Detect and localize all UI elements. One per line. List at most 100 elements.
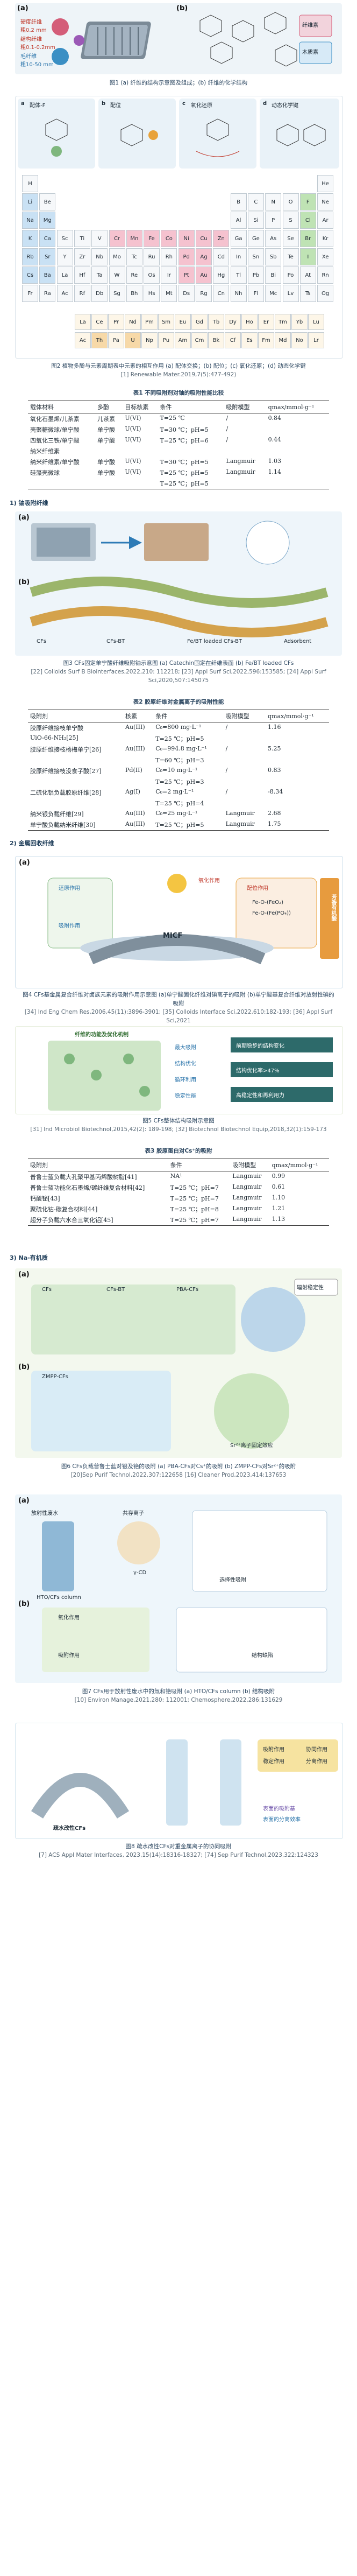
element-cell: Lr (308, 332, 324, 348)
element-cell: Nh (230, 285, 247, 302)
fig7-caption: 图7 CFs用于放射性废水中的氚和铯吸附 (a) HTO/CFs column … (74, 1688, 283, 1703)
element-cell: Fr (22, 285, 38, 302)
table-cell: T=25 ℃；pH=8 (170, 1206, 219, 1213)
table-cell: 纳米银负载纤维[29] (30, 811, 84, 818)
table-cell: 0.61 (272, 1183, 285, 1190)
fig4-center: MICF (163, 932, 183, 940)
fig2-caption: 图2 植物多酚与元素周期表中元素的相互作用 (a) 配体交换；(b) 配位；(c… (51, 363, 306, 378)
element-cell: Lu (308, 314, 324, 330)
fig5-item-2: 循环利用 (175, 1077, 196, 1083)
table-cell (123, 798, 153, 809)
table-cell: Langmuir (223, 819, 266, 831)
table-header: 条件 (168, 1159, 231, 1171)
element-cell: Pr (108, 314, 124, 330)
table-row: 纳米纤维素 (28, 446, 329, 457)
element-cell: Kr (317, 230, 334, 247)
fig8-label-0: 吸附作用 (263, 1747, 284, 1753)
panel-a: a 配体-F (18, 99, 95, 169)
table-row: 胶原纤维接枝杨梅单宁[26]Au(III)C₀=994.8 mg·L⁻¹/5.2… (28, 744, 329, 755)
table-cell: Langmuir (232, 1194, 262, 1201)
table-cell (224, 733, 266, 744)
element-cell: At (299, 266, 316, 284)
figure-3: (a) (b) CFs CFs-BT Fe/BT loaded CFs-BT A… (15, 511, 342, 656)
cellulose-structure (199, 12, 332, 67)
panel-tag-b: (b) (176, 4, 188, 12)
fig3-label-adsorbent: Adsorbent (284, 638, 312, 644)
fig4-caption: 图4 CFs基金属复合纤维对卤族元素的吸附作用示意图 (a)单宁酸固化纤维对碘离… (23, 992, 334, 1024)
table-header: 吸附模型 (224, 401, 266, 413)
element-cell: Sg (109, 285, 125, 302)
table-cell: 单宁酸 (97, 469, 115, 476)
table-cell: 普鲁士蓝负载大孔聚甲基丙烯酸树脂[41] (30, 1174, 137, 1181)
table-cell (266, 446, 329, 457)
element-cell: Cu (196, 230, 212, 247)
table-header: 吸附模型 (230, 1159, 270, 1171)
table-cell: Au(III) (123, 819, 154, 831)
table-cell: T=25 ℃；pH=7 (170, 1184, 219, 1191)
element-cell: La (75, 314, 91, 330)
table-cell: T=25 ℃ (160, 415, 185, 422)
fig4-label-2: 还原作用 (59, 886, 80, 892)
table-header: qmax/mmol·g⁻¹ (269, 1159, 329, 1171)
table-cell: Langmuir (226, 458, 255, 465)
panel-c: c 氧化还原 (179, 99, 256, 169)
table-header: 核素 (123, 710, 154, 722)
element-cell: Be (39, 193, 56, 210)
element-cell: Os (144, 266, 160, 284)
element-cell: Rn (317, 266, 334, 284)
element-cell: Te (282, 248, 299, 265)
table-cell: 胶原纤维接枝没食子酸[27] (30, 768, 102, 775)
element-cell: Zr (74, 248, 90, 265)
table-cell (123, 776, 153, 787)
table-cell: 5.25 (267, 745, 281, 752)
element-cell: Ta (91, 266, 108, 284)
table-cell: Langmuir (232, 1173, 262, 1180)
table-cell: Langmuir (226, 468, 255, 475)
element-cell: N (265, 193, 282, 210)
table-cell: U(VI) (125, 436, 141, 443)
fiber-diagram (52, 18, 151, 65)
table-cell (123, 446, 158, 457)
element-cell: Es (241, 332, 258, 348)
fig5-illustration (48, 1037, 333, 1111)
fig7-label-1: 共存离子 (123, 1511, 144, 1517)
table-cell: / (226, 415, 229, 422)
element-cell: V (91, 230, 108, 247)
element-cell: Y (56, 248, 73, 265)
table-cell (266, 755, 329, 766)
element-cell: Mc (265, 285, 282, 302)
element-cell: Pd (178, 248, 195, 265)
element-cell: Pa (108, 332, 124, 348)
element-cell: Er (258, 314, 274, 330)
table-cell: T=30 ℃；pH=5 (160, 459, 209, 466)
fig6-tag-a: (a) (18, 1271, 30, 1279)
fig6-caption: 图6 CFs负载普鲁士蓝对银及铯的吸附 (a) PBA-CFs对Cs⁺的吸附 (… (61, 1463, 296, 1478)
fig4-label-6: 芳香有机酸 (330, 894, 336, 921)
element-cell: Bi (265, 266, 282, 284)
fig7-label-5: 结构缺陷 (252, 1653, 273, 1659)
table-cell (266, 798, 329, 809)
table-row: T=25 ℃；pH=4 (28, 798, 329, 809)
element-cell: K (22, 230, 38, 247)
fig7-label-0: 放射性废水 (31, 1511, 58, 1517)
table-cell (95, 478, 123, 489)
element-cell: Tc (126, 248, 142, 265)
fig6-label-3: ZMPP-CFs (42, 1374, 68, 1380)
element-cell: Hg (213, 266, 230, 284)
element-cell: Ac (56, 285, 73, 302)
element-cell: Ba (39, 266, 56, 284)
element-cell: Bk (208, 332, 224, 348)
table-row: UiO-66-NH₂[25]T=25 ℃；pH=5 (28, 733, 329, 744)
table-cell: Langmuir (230, 1215, 270, 1226)
table-cell: / (226, 436, 229, 443)
element-cell: No (291, 332, 308, 348)
table-cell: 2.68 (267, 810, 281, 817)
fig5-right-2: 高稳定性和再利用力 (236, 1093, 284, 1099)
table-header: 多酚 (95, 401, 123, 413)
table-cell: 单宁酸负载纳米纤维[30] (28, 819, 124, 831)
table-cell: Au(III) (125, 810, 145, 817)
